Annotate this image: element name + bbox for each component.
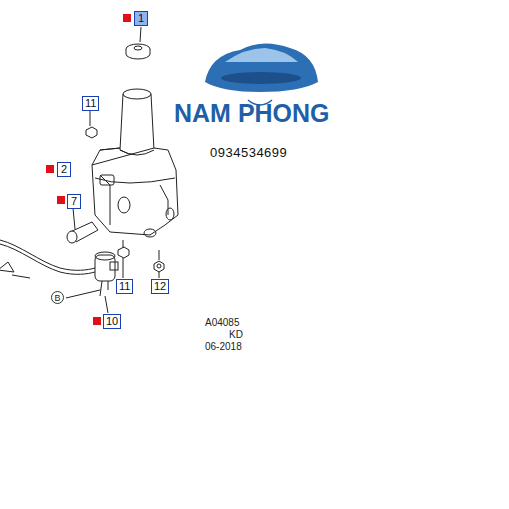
watermark-brand: NAM PHONG (174, 101, 330, 126)
callout-number: 10 (103, 314, 121, 329)
logo-car (205, 43, 318, 105)
callout-number: 11 (116, 279, 133, 294)
reference-letter: B (51, 291, 64, 304)
watermark-phone: 0934534699 (210, 146, 287, 159)
callout-number: 2 (57, 162, 71, 177)
callout-number: 12 (151, 279, 169, 294)
drawing-code: A04085 (205, 318, 239, 328)
drawing-code: KD (229, 330, 243, 340)
callout-number: 7 (67, 194, 81, 209)
callout-number: 1 (134, 11, 148, 26)
drawing-date: 06-2018 (205, 342, 242, 352)
callout-number: 11 (82, 96, 99, 111)
